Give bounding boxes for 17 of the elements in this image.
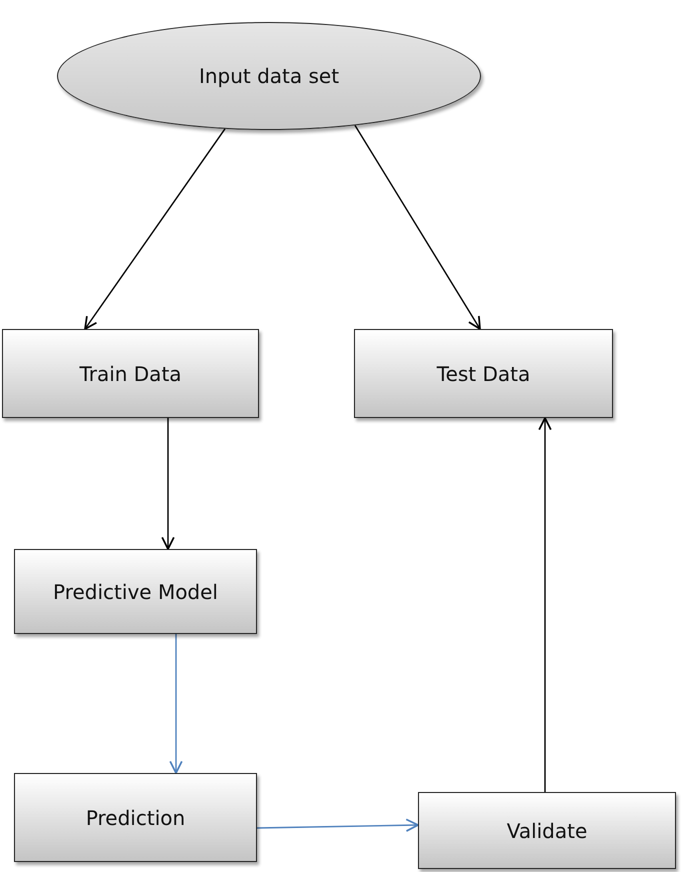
process-box xyxy=(354,329,613,418)
arrow xyxy=(84,128,226,330)
node-label: Prediction xyxy=(84,806,186,830)
process-box xyxy=(2,329,259,418)
node-label: Test Data xyxy=(436,362,532,386)
node-label: Train Data xyxy=(78,362,183,386)
arrow xyxy=(538,417,552,792)
arrow xyxy=(169,634,183,774)
arrow xyxy=(161,418,175,550)
process-box xyxy=(14,773,257,862)
process-box xyxy=(418,792,676,869)
process-box xyxy=(14,549,257,634)
arrow xyxy=(256,818,419,832)
node-label: Validate xyxy=(506,818,588,842)
node-label: Predictive Model xyxy=(52,580,219,604)
arrow xyxy=(354,124,481,330)
node-label: Input data set xyxy=(198,64,340,88)
